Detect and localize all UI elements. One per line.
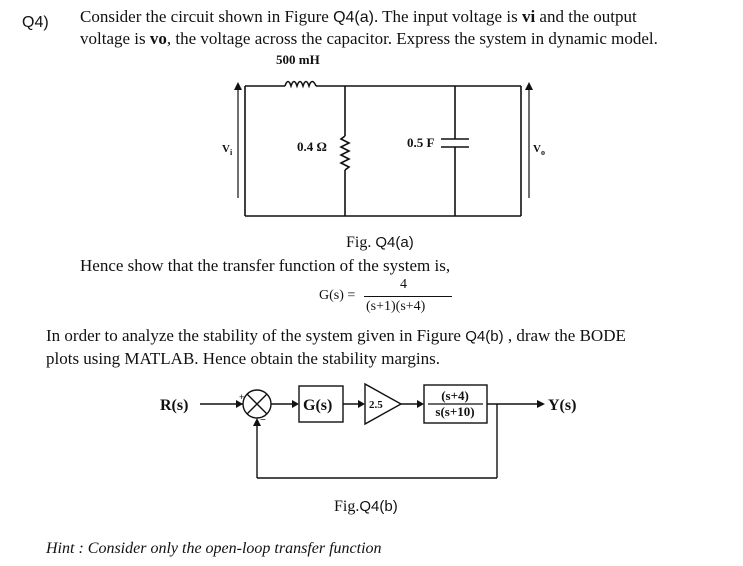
resistor-label: 0.4 Ω: [297, 139, 327, 154]
transfer-function-lhs: G(s) =: [319, 288, 356, 303]
summing-cross-2: [246, 393, 268, 415]
intro-text-1: Consider the circuit shown in Figure: [80, 7, 334, 26]
fig-a-name: Q4(a): [375, 234, 414, 251]
fig-a-prefix: Fig.: [346, 234, 376, 251]
figure-ref-q4a: Q4(a): [333, 9, 374, 26]
fraction-bar: [364, 296, 452, 297]
figure-ref-q4b: Q4(b): [465, 328, 504, 345]
stability-paragraph: In order to analyze the stability of the…: [46, 325, 626, 370]
gain-label: 2.5: [369, 399, 383, 411]
plus-sign: +: [239, 392, 244, 402]
resistor-symbol: [339, 135, 351, 171]
figure-caption-q4a: Fig. Q4(a): [346, 234, 414, 252]
compensator-numerator: (s+4): [441, 388, 469, 403]
inductor-symbol: [284, 80, 317, 89]
inductor-label: 500 mH: [276, 52, 320, 67]
hence-text: Hence show that the transfer function of…: [80, 256, 451, 275]
plant-label: G(s): [303, 397, 332, 414]
stability-line-2: plots using MATLAB. Hence obtain the sta…: [46, 349, 440, 368]
intro-text-5: , the voltage across the capacitor. Expr…: [166, 29, 658, 48]
transfer-function-denominator: (s+1)(s+4): [366, 299, 426, 314]
figure-caption-q4b: Fig.Q4(b): [334, 498, 398, 516]
question-intro-line-1: Consider the circuit shown in Figure Q4(…: [80, 6, 658, 28]
output-signal-label: Y(s): [548, 397, 576, 414]
vi-symbol: vi: [521, 7, 536, 26]
stability-line-1: In order to analyze the stability of the…: [46, 325, 626, 348]
vo-symbol: vo: [149, 29, 167, 48]
hint-text: Hint : Consider only the open-loop trans…: [46, 540, 382, 557]
fig-b-prefix: Fig.: [334, 498, 360, 515]
input-signal-label: R(s): [160, 397, 188, 414]
fig-b-name: Q4(b): [359, 498, 398, 515]
transfer-function-numerator: 4: [400, 277, 407, 292]
intro-text-4: voltage is: [80, 29, 150, 48]
minus-sign: −: [260, 415, 266, 426]
intro-text-3: and the output: [535, 7, 637, 26]
stability-text-1: In order to analyze the stability of the…: [46, 326, 466, 345]
capacitor-label: 0.5 F: [407, 135, 435, 150]
intro-text-2: . The input voltage is: [373, 7, 522, 26]
output-arrow-head: [537, 400, 545, 408]
stability-text-2: , draw the BODE: [503, 326, 626, 345]
gain-arrow-head: [358, 400, 365, 408]
plant-arrow-head: [292, 400, 299, 408]
question-number: Q4): [22, 14, 49, 31]
input-voltage-label: Vi: [222, 143, 233, 157]
feedback-arrow-head: [253, 418, 261, 426]
compensator-denominator: s(s+10): [435, 404, 474, 419]
vo-arrow-head: [525, 82, 533, 90]
output-voltage-label: Vo: [533, 143, 545, 157]
question-intro-line-2: voltage is vo, the voltage across the ca…: [80, 28, 658, 49]
question-intro: Consider the circuit shown in Figure Q4(…: [80, 6, 658, 49]
compensator-arrow-head: [417, 400, 424, 408]
input-arrow-head: [236, 400, 243, 408]
vi-arrow-head: [234, 82, 242, 90]
